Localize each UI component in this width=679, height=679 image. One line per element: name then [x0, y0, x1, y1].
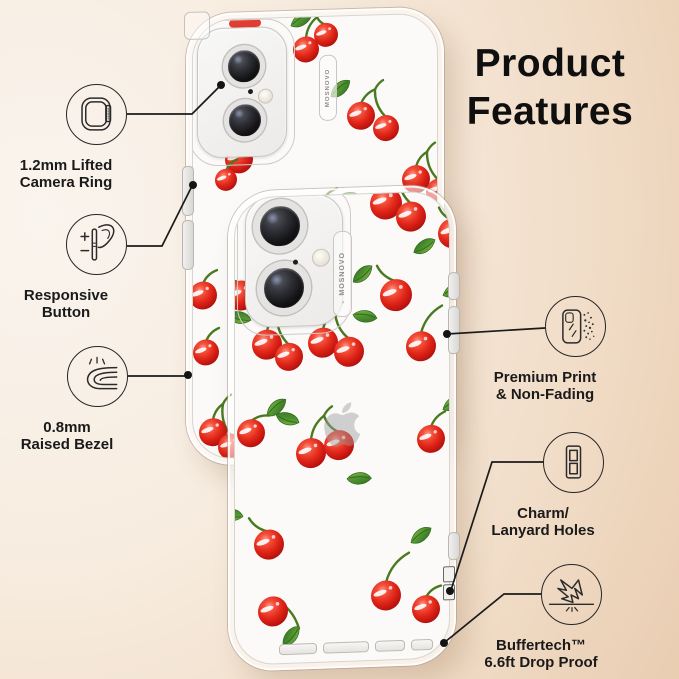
- speaker-slot: [323, 641, 369, 654]
- print-spray-icon: [562, 309, 595, 344]
- action-button-cutout: [184, 11, 210, 41]
- title-line-1: Product: [474, 42, 626, 85]
- feature-label: 1.2mm Lifted Camera Ring: [19, 157, 113, 191]
- speaker-slot: [375, 639, 405, 652]
- button-press-icon-circle: [66, 214, 127, 275]
- camera-lens-bottom: [257, 260, 311, 316]
- camera-module: [197, 26, 287, 159]
- side-button: [448, 305, 460, 355]
- front-phone-case: MOSNOVO: [228, 184, 460, 672]
- feature-label: Charm/ Lanyard Holes: [491, 505, 595, 539]
- title-line-2: Features: [466, 90, 634, 133]
- volume-up-button: [182, 165, 194, 217]
- lanyard-holes-icon-circle: [543, 432, 604, 493]
- feature-label: Buffertech™ 6.6ft Drop Proof: [484, 637, 598, 671]
- power-button: [448, 271, 460, 301]
- kickstand-bracket: MOSNOVO: [333, 230, 352, 318]
- feature-label: 0.8mm Raised Bezel: [20, 419, 114, 453]
- brand-label: MOSNOVO: [339, 252, 346, 296]
- volume-down-button: [182, 219, 194, 271]
- page-title: Product Features: [440, 40, 660, 136]
- lanyard-hole-bottom: [443, 584, 455, 601]
- front-phone-face: MOSNOVO: [234, 190, 450, 666]
- speaker-slot: [411, 638, 433, 651]
- impact-icon: [548, 579, 595, 612]
- lanyard-holes-icon: [565, 445, 582, 479]
- button-press-icon: [80, 224, 115, 261]
- lanyard-hole-top: [443, 566, 455, 583]
- speaker-slot: [279, 642, 317, 656]
- print-spray-icon-circle: [545, 296, 606, 357]
- camera-ring-icon-circle: [66, 84, 127, 145]
- flash: [258, 88, 273, 104]
- raised-bezel-icon: [86, 356, 118, 390]
- camera-lens-bottom: [224, 98, 266, 142]
- camera-module: [245, 192, 343, 329]
- camera-ring-icon: [81, 97, 112, 131]
- impact-icon-circle: [541, 564, 602, 625]
- mic-dot: [248, 89, 253, 95]
- brand-label: MOSNOVO: [325, 68, 331, 108]
- raised-bezel-icon-circle: [67, 346, 128, 407]
- flash: [312, 248, 330, 268]
- feature-label: Premium Print & Non-Fading: [493, 369, 597, 403]
- kickstand-bracket: MOSNOVO: [319, 54, 337, 122]
- camera-lens-top: [253, 198, 307, 255]
- camera-lens-top: [223, 44, 265, 88]
- apple-logo: [324, 402, 361, 447]
- feature-label: Responsive Button: [23, 287, 109, 321]
